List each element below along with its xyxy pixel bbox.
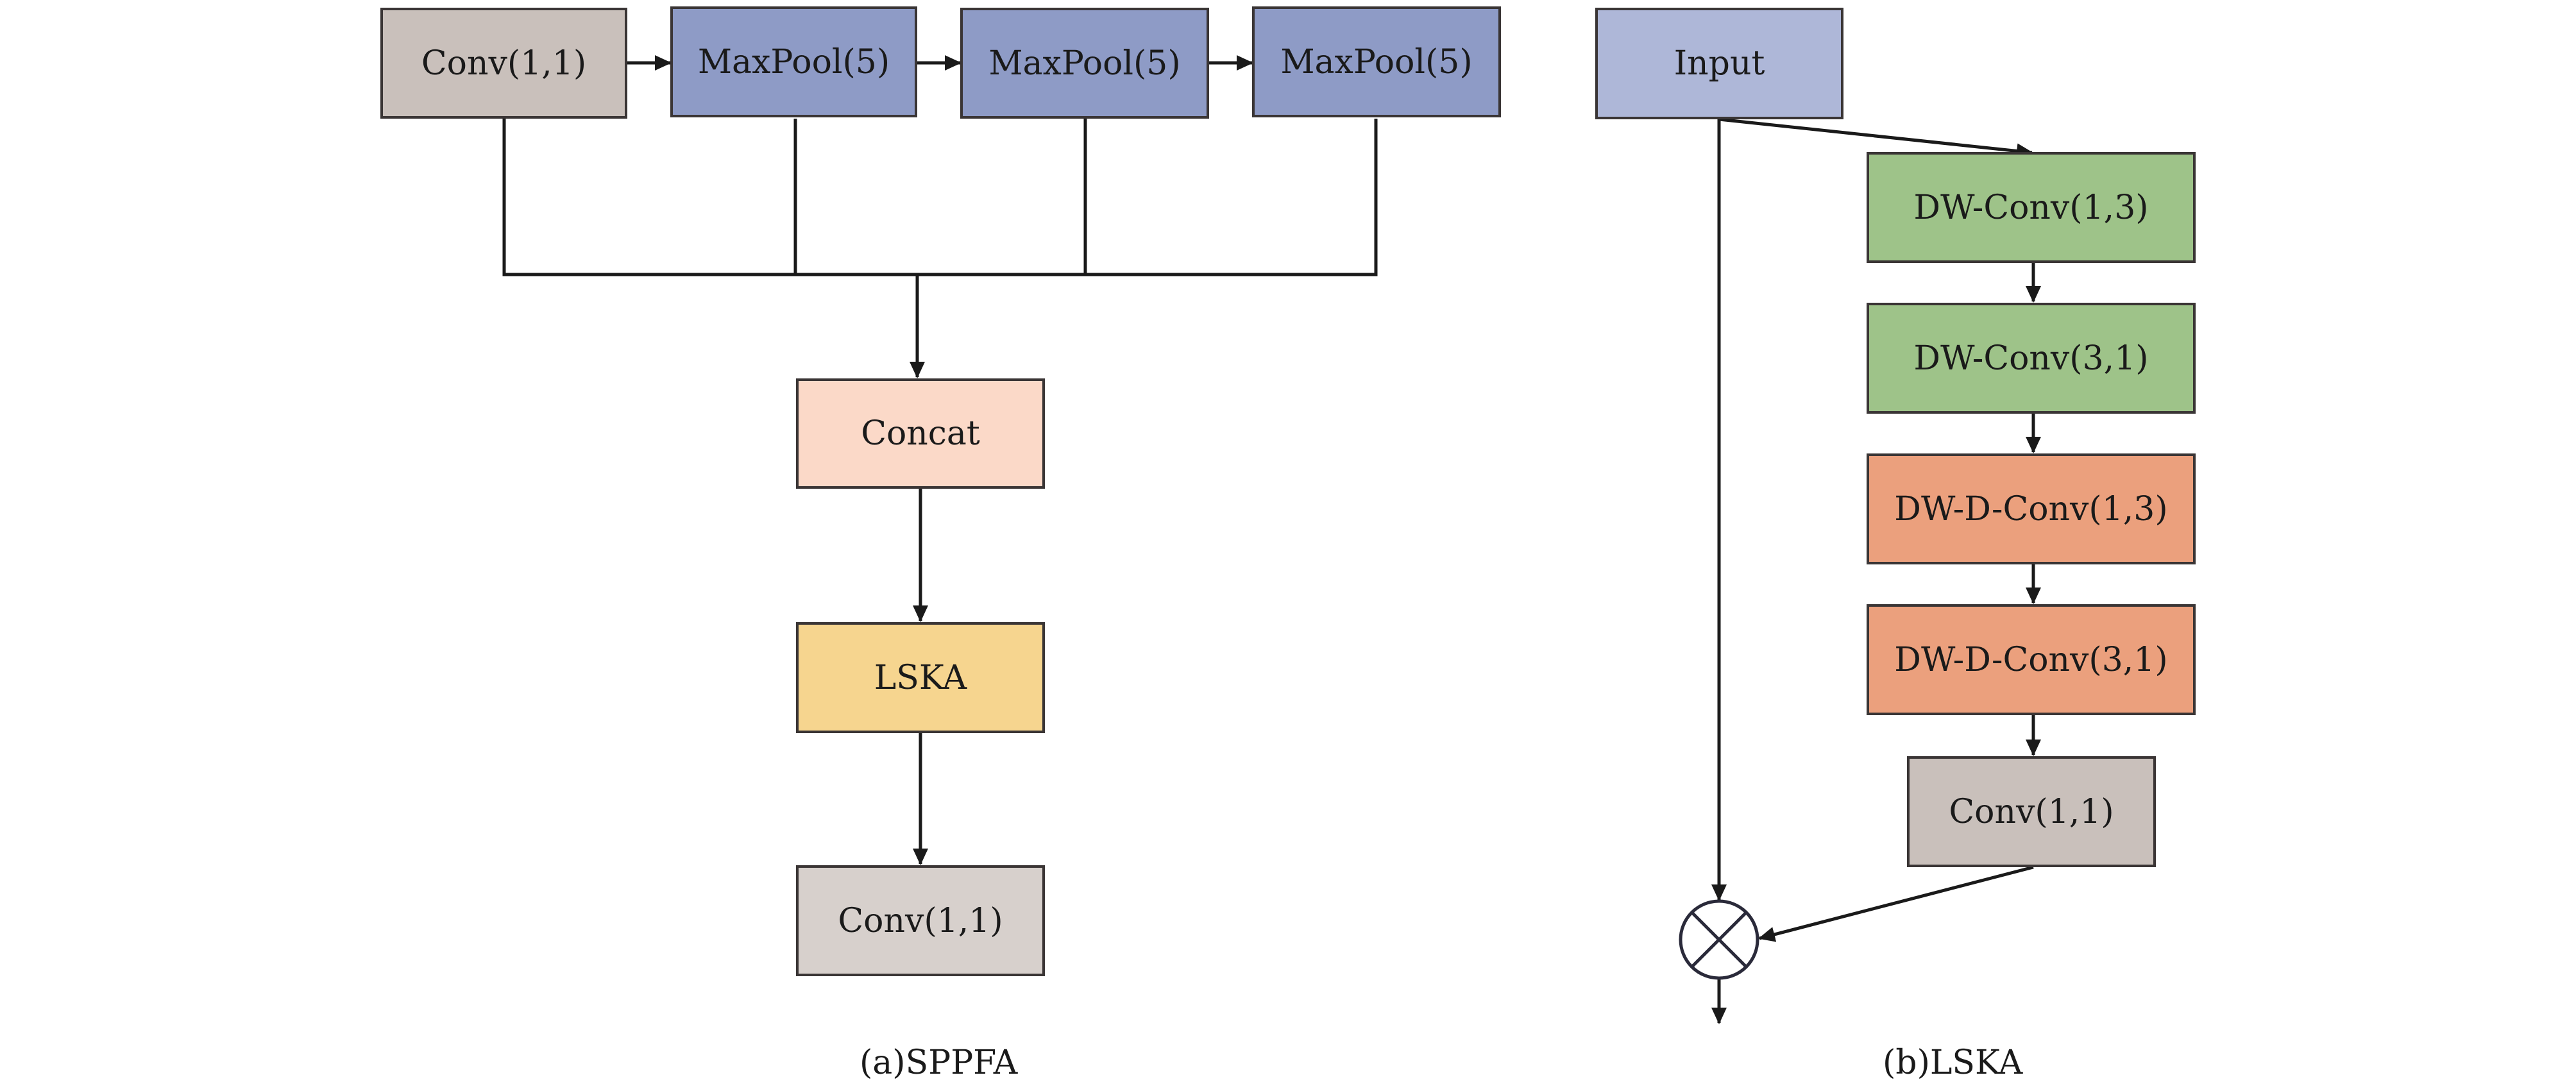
- sppfa-maxpool-2: MaxPool(5): [960, 8, 1209, 119]
- sppfa-maxpool-1: MaxPool(5): [670, 6, 917, 117]
- lska-input: Input: [1595, 8, 1843, 119]
- lska-conv: Conv(1,1): [1907, 756, 2156, 867]
- lska-dw-d-conv-3-1: DW-D-Conv(3,1): [1867, 604, 2196, 715]
- sppfa-maxpool-3: MaxPool(5): [1252, 6, 1501, 117]
- lska-dw-d-conv-1-3: DW-D-Conv(1,3): [1867, 453, 2196, 564]
- sppfa-conv-bottom: Conv(1,1): [796, 865, 1045, 976]
- lska-caption: (b)LSKA: [1883, 1044, 2023, 1082]
- lska-dw-conv-1-3: DW-Conv(1,3): [1867, 152, 2196, 263]
- sppfa-lska: LSKA: [796, 622, 1045, 733]
- lska-dw-conv-3-1: DW-Conv(3,1): [1867, 303, 2196, 414]
- sppfa-caption: (a)SPPFA: [860, 1044, 1018, 1082]
- sppfa-concat: Concat: [796, 378, 1045, 489]
- arrow-input-to-dwconv13: [1718, 117, 2033, 159]
- arrow-conv-to-multiply: [1758, 865, 2034, 942]
- sppfa-conv-top: Conv(1,1): [380, 8, 627, 119]
- multiply-icon: [1679, 899, 1759, 980]
- collector-bus: [502, 119, 1378, 276]
